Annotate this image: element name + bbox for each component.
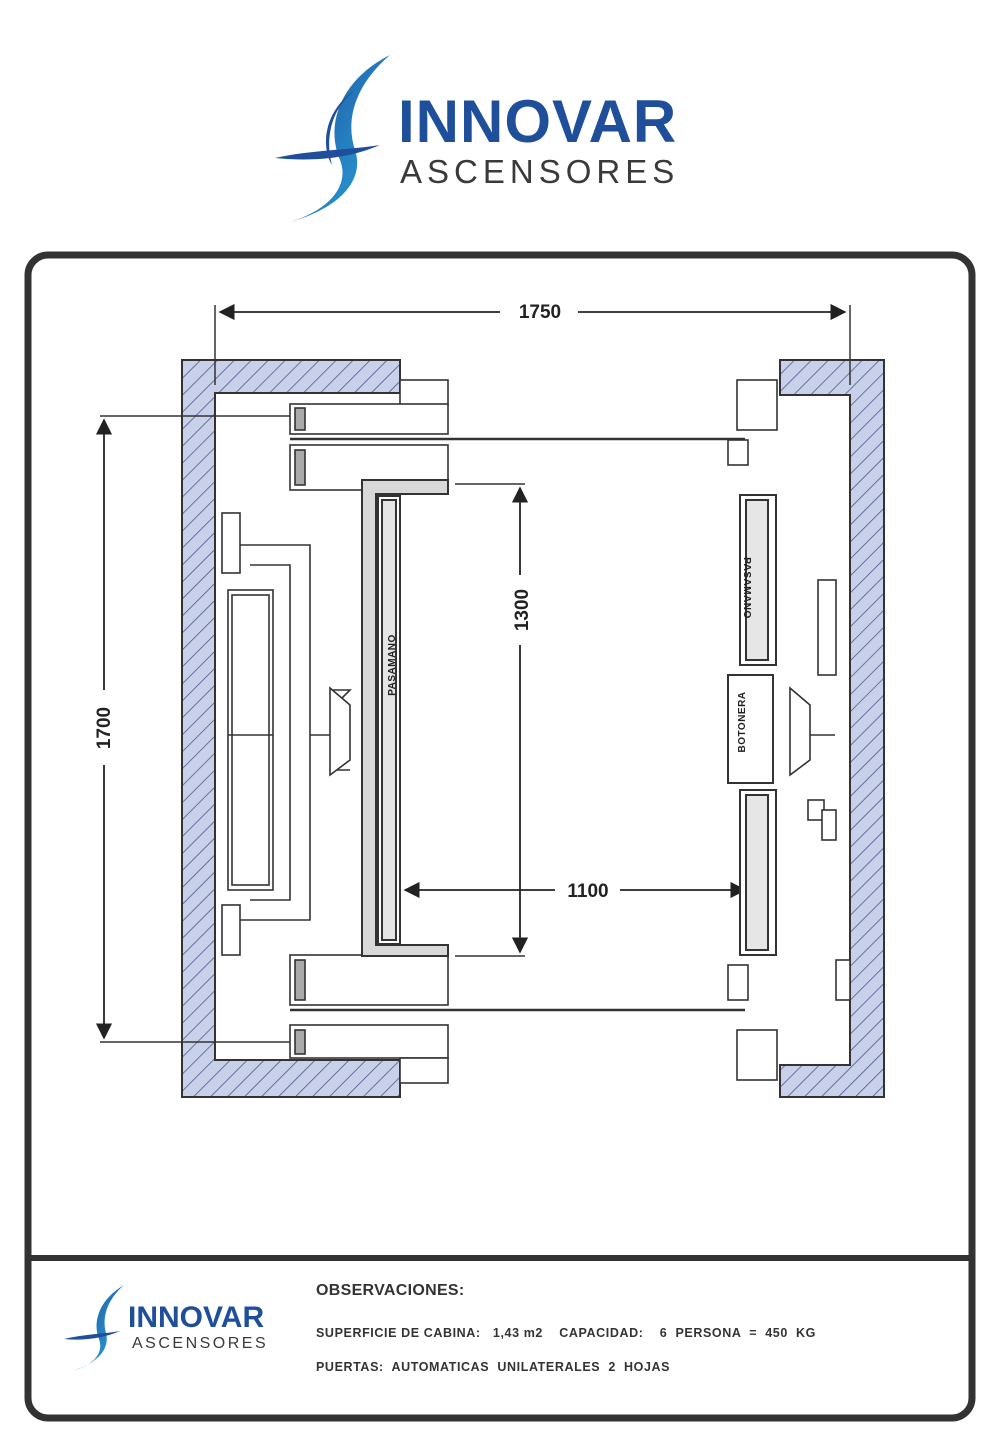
dim-width-total-label: 1750 [519, 302, 561, 323]
left-wall [181, 359, 401, 1098]
dimension-depth-total: 1700 [94, 415, 300, 1043]
guide-rail-right [789, 579, 851, 1001]
door-assembly-bottom [289, 954, 778, 1084]
handrail-label-right: PASAMANO [741, 557, 752, 619]
handrail-label-left: PASAMANO [387, 634, 398, 696]
footer-brand-subtitle: ASCENSORES [132, 1335, 268, 1352]
cabin-left-wall [361, 479, 449, 957]
right-wall [779, 359, 885, 1098]
footer-logo: INNOVAR ASCENSORES [64, 1285, 268, 1371]
dim-cabin-depth-label: 1300 [512, 589, 533, 631]
dimension-cabin-width: 1100 [403, 881, 747, 902]
dim-depth-total-label: 1700 [94, 707, 115, 749]
swoosh-icon [275, 55, 390, 222]
footer-brand-name: INNOVAR [128, 1301, 264, 1334]
cabin-right-wall [727, 494, 777, 956]
sheet-frame [24, 251, 976, 1422]
doors-line: PUERTAS: AUTOMATICAS UNILATERALES 2 HOJA… [316, 1360, 671, 1374]
swoosh-icon [64, 1285, 124, 1371]
dimension-width-total: 1750 [214, 302, 851, 385]
brand-name: INNOVAR [398, 88, 677, 155]
header-logo: INNOVAR ASCENSORES [275, 55, 679, 222]
brand-subtitle: ASCENSORES [400, 153, 679, 190]
counterweight-left [221, 512, 352, 956]
dimension-cabin-depth: 1300 [455, 483, 533, 957]
dim-cabin-width-label: 1100 [567, 881, 608, 902]
observations-title: OBSERVACIONES: [316, 1282, 465, 1299]
door-assembly-top [289, 379, 778, 491]
cabin-area-capacity-line: SUPERFICIE DE CABINA: 1,43 m2 CAPACIDAD:… [316, 1326, 816, 1340]
button-panel-label: BOTONERA [737, 691, 748, 752]
